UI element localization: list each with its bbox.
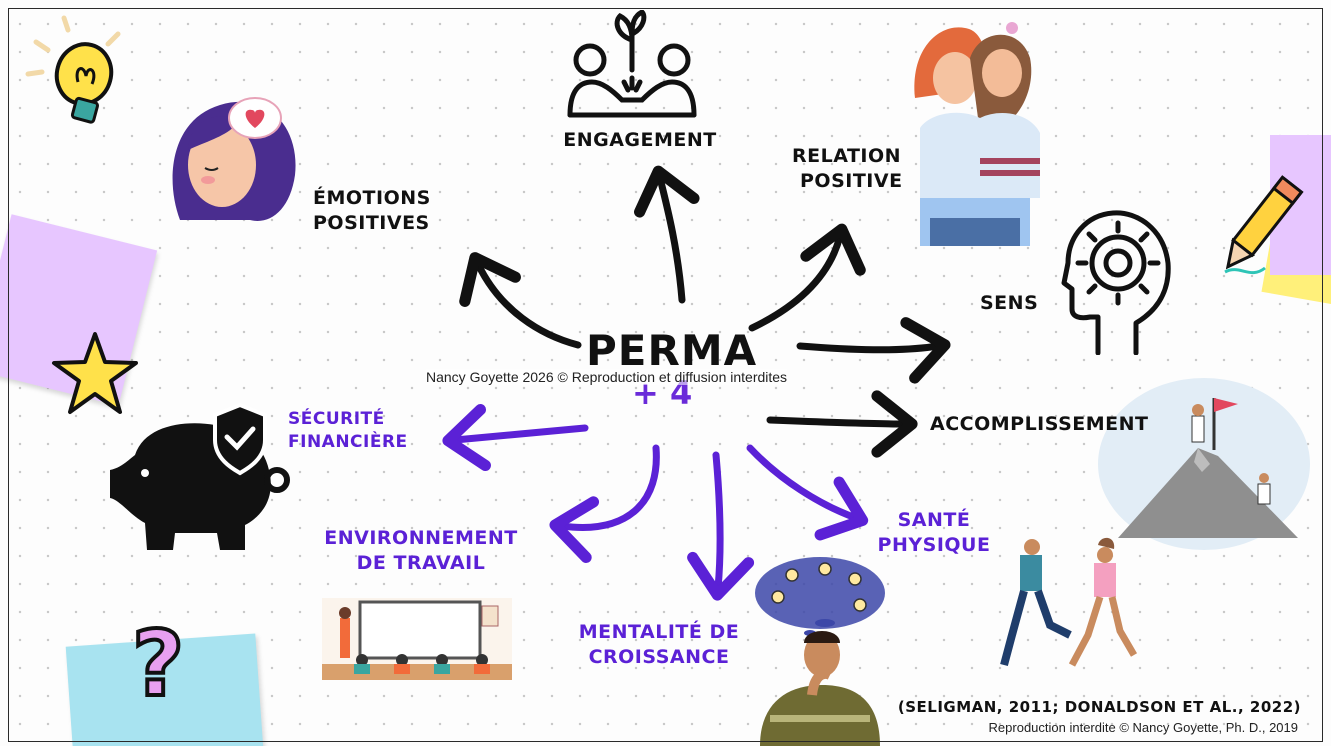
- arrow-environnement: [549, 444, 660, 564]
- label-sante-line2: PHYSIQUE: [877, 534, 991, 556]
- label-relation: RELATION POSITIVE: [792, 144, 903, 194]
- woman-heart-illustration: [172, 97, 296, 221]
- arrow-sens: [796, 317, 951, 384]
- mountain-summit-illustration: [1098, 378, 1310, 550]
- question-mark-icon: ?: [130, 612, 186, 717]
- arrow-emotions: [459, 252, 582, 349]
- head-gear-icon: [1061, 210, 1171, 355]
- classroom-illustration: [322, 598, 512, 680]
- pencil-icon: [1224, 175, 1304, 275]
- label-environnement-line1: ENVIRONNEMENT: [324, 527, 518, 549]
- perma-title: PERMA: [586, 326, 758, 375]
- reproduction-notice: Reproduction interdite © Nancy Goyette, …: [988, 720, 1298, 735]
- arrow-accomplissement: [766, 390, 918, 458]
- star-icon: [52, 332, 138, 414]
- label-environnement-line2: DE TRAVAIL: [356, 552, 486, 574]
- label-securite-line1: SÉCURITÉ: [288, 409, 385, 429]
- label-accomplissement: ACCOMPLISSEMENT: [930, 413, 1149, 435]
- label-mentalite-line2: CROISSANCE: [588, 646, 730, 668]
- watermark-text: Nancy Goyette 2026 © Reproduction et dif…: [426, 369, 788, 385]
- light-bulb-icon: [25, 15, 121, 124]
- runners-illustration: [1000, 537, 1138, 667]
- label-relation-line2: POSITIVE: [800, 170, 903, 192]
- arrow-engagement: [634, 165, 700, 304]
- engagement-plant-icon: [567, 10, 697, 118]
- label-securite-line2: FINANCIÈRE: [288, 432, 408, 452]
- label-sante-line1: SANTÉ: [897, 509, 971, 531]
- citation-text: (SELIGMAN, 2011; DONALDSON ET AL., 2022): [897, 698, 1301, 716]
- label-environnement: ENVIRONNEMENT DE TRAVAIL: [318, 526, 524, 576]
- piggy-bank-icon: [110, 402, 290, 550]
- arrow-relation: [748, 223, 866, 332]
- arrow-securite: [442, 404, 589, 472]
- label-sante: SANTÉ PHYSIQUE: [872, 508, 996, 558]
- label-emotions-line1: ÉMOTIONS: [313, 187, 431, 209]
- label-engagement: ENGAGEMENT: [563, 129, 717, 151]
- label-emotions: ÉMOTIONS POSITIVES: [313, 186, 431, 236]
- label-mentalite-line1: MENTALITÉ DE: [578, 621, 740, 643]
- label-relation-line1: RELATION: [792, 145, 902, 167]
- label-sens: SENS: [980, 292, 1039, 314]
- thinking-man-illustration: [755, 557, 885, 746]
- hugging-people-illustration: [914, 22, 1040, 246]
- label-emotions-line2: POSITIVES: [313, 212, 430, 234]
- arrow-sante: [746, 444, 869, 541]
- label-securite: SÉCURITÉ FINANCIÈRE: [288, 408, 408, 454]
- arrow-mentalite: [687, 451, 755, 601]
- label-mentalite: MENTALITÉ DE CROISSANCE: [570, 620, 748, 670]
